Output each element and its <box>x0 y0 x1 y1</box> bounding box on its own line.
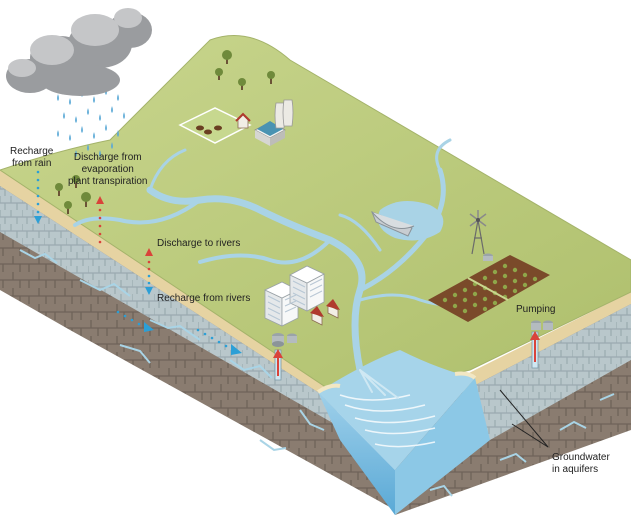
water-tank-icon <box>272 333 297 347</box>
house-icon <box>310 306 324 326</box>
recharge-rivers-arrow <box>116 310 242 355</box>
tree-icon <box>81 192 91 207</box>
barn-icon <box>235 112 251 129</box>
label-recharge-from-rivers: Recharge from rivers <box>157 293 251 304</box>
aquifer-layer-right <box>462 304 631 440</box>
tree-icon <box>64 201 72 214</box>
label-pumping: Pumping <box>516 304 556 315</box>
tree-icon <box>238 78 246 90</box>
sea-inlet <box>316 350 490 515</box>
discharge-evaporation-arrow <box>96 196 104 244</box>
office-buildings-icon <box>264 265 325 327</box>
well-icon <box>273 349 283 381</box>
discharge-rivers-arrow <box>145 248 153 295</box>
well-icon <box>530 320 553 369</box>
house-icon <box>326 299 340 319</box>
recharge-rain-arrow <box>34 170 42 224</box>
windmill-icon <box>469 210 493 261</box>
sand-layer-right <box>455 292 631 392</box>
label-discharge-evaporation: Discharge from evaporation plant transpi… <box>68 152 148 187</box>
rock-cracks-left <box>19 249 325 452</box>
aquifer-layer-left <box>0 186 345 430</box>
lake <box>377 201 444 241</box>
cow-icon <box>214 125 222 131</box>
label-discharge-to-rivers: Discharge to rivers <box>157 238 241 249</box>
flow-arrows <box>34 170 242 355</box>
trees <box>55 50 275 214</box>
label-groundwater-in-aquifers: Groundwater in aquifers <box>552 452 610 475</box>
sea-front-face <box>318 392 395 515</box>
power-plant-icon <box>254 99 294 146</box>
tree-icon <box>55 183 63 196</box>
cattle-farm <box>178 107 252 144</box>
satellite-dish-icon <box>371 211 415 229</box>
tree-icon <box>72 175 80 188</box>
label-recharge-from-rain: Recharge from rain <box>10 146 54 169</box>
sea-side-face <box>395 378 490 515</box>
cow-icon <box>204 129 212 135</box>
rock-cracks-right <box>429 393 615 497</box>
rain-cloud-icon <box>6 8 152 157</box>
groundwater-pointer <box>499 389 549 448</box>
sand-layer-left <box>0 170 333 402</box>
tree-icon <box>215 68 223 80</box>
left-block <box>0 170 395 510</box>
tree-icon <box>222 50 232 64</box>
tree-icon <box>267 71 275 84</box>
crop-field-icon <box>428 255 550 322</box>
cow-icon <box>196 125 204 131</box>
